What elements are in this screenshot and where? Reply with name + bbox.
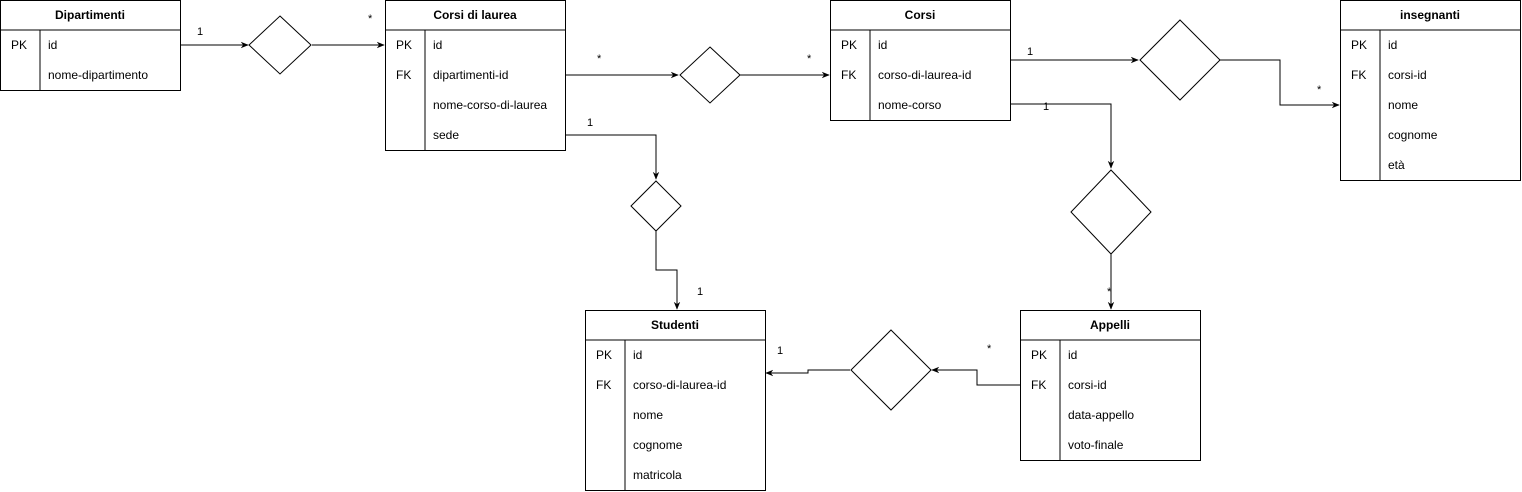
entity-corsi-di-laurea: Corsi di laurea PK id FK dipartimenti-id… [385,0,566,151]
row-field: id [1388,38,1397,52]
row-key: PK [841,38,857,52]
mult-appelli-studenti-to: 1 [777,345,783,357]
row-field: nome [1388,98,1418,112]
row-field: dipartimenti-id [433,68,508,82]
entity-corsi: Corsi PK id FK corso-di-laurea-id nome-c… [830,0,1011,121]
row-key: FK [1031,378,1046,392]
mult-cdl-corsi-to: * [807,53,812,65]
row-field: nome-corso-di-laurea [433,98,547,112]
relationship-diamond-dipartimenti-corsi-di-laurea [248,15,312,75]
connector-diamond-to-studenti-2 [765,369,850,377]
row-field: età [1388,158,1405,172]
row-field: corso-di-laurea-id [633,378,726,392]
row-field: sede [433,128,459,142]
row-field: cognome [1388,128,1438,142]
connector-appelli-to-diamond [931,366,1020,386]
row-field: nome [633,408,663,422]
entity-title: Corsi [905,8,936,22]
entity-title: Corsi di laurea [433,8,517,22]
connector-corsi-di-laurea-to-diamond-studenti [566,134,660,180]
row-field: matricola [633,468,682,482]
multiplicity-labels: 1 * * * 1 * 1 * 1 1 * 1 [197,13,1322,357]
row-field: nome-dipartimento [48,68,148,82]
entity-title: insegnanti [1400,8,1460,22]
connector-corsi-to-diamond-appelli [1010,103,1115,169]
entity-dipartimenti: Dipartimenti PK id nome-dipartimento [0,0,181,91]
row-field: corsi-id [1068,378,1107,392]
entity-appelli: Appelli PK id FK corsi-id data-appello v… [1020,310,1201,461]
mult-cdl-corsi-from: * [597,53,602,65]
row-field: nome-corso [878,98,942,112]
row-key: FK [396,68,411,82]
entity-studenti: Studenti PK id FK corso-di-laurea-id nom… [585,310,766,491]
row-field: voto-finale [1068,438,1124,452]
relationship-diamond-appelli-studenti [850,329,932,411]
relationship-diamond-corsi-di-laurea-studenti [630,180,682,232]
row-field: cognome [633,438,683,452]
connector-diamond-to-studenti [655,231,681,310]
row-key: PK [396,38,412,52]
row-field: id [433,38,442,52]
entity-title: Appelli [1090,318,1130,332]
mult-appelli-studenti-from: * [987,343,992,355]
connectors [180,41,1340,386]
row-key: PK [1031,348,1047,362]
entity-insegnanti: insegnanti PK id FK corsi-id nome cognom… [1340,0,1521,181]
mult-corsi-insegnanti-to: * [1317,84,1322,96]
row-field: id [633,348,642,362]
relationship-diamonds [248,15,1221,411]
mult-corsi-insegnanti-from: 1 [1027,46,1033,58]
row-field: id [48,38,57,52]
mult-cdl-studenti-from: 1 [587,117,593,129]
entity-title: Dipartimenti [55,8,125,22]
relationship-diamond-corsi-appelli [1070,169,1152,255]
mult-cdl-studenti-to: 1 [697,286,703,298]
mult-dipartimenti-side: 1 [197,26,203,38]
connector-diamond-to-insegnanti [1220,59,1340,109]
mult-corsi-appelli-to: * [1107,286,1112,298]
mult-corsi-appelli-from: 1 [1043,101,1049,113]
mult-corsi-di-laurea-side: * [368,13,373,25]
row-key: PK [596,348,612,362]
relationship-diamond-corsi-di-laurea-corsi [679,46,741,104]
row-field: data-appello [1068,408,1134,422]
row-key: FK [596,378,611,392]
row-key: PK [11,38,27,52]
row-field: id [1068,348,1077,362]
row-key: PK [1351,38,1367,52]
row-field: corso-di-laurea-id [878,68,971,82]
row-field: id [878,38,887,52]
row-key: FK [841,68,856,82]
row-key: FK [1351,68,1366,82]
entity-title: Studenti [651,318,699,332]
row-field: corsi-id [1388,68,1427,82]
relationship-diamond-corsi-insegnanti [1139,19,1221,101]
